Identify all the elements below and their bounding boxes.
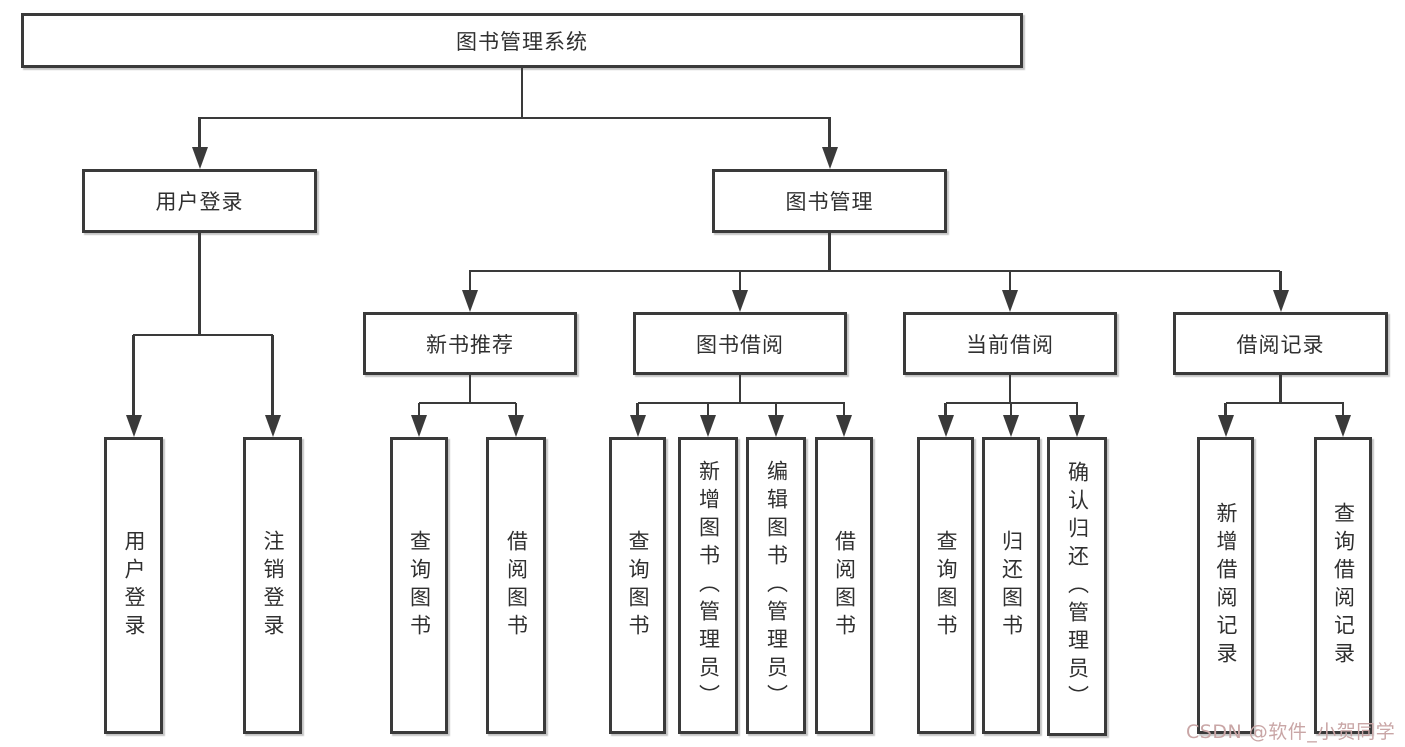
node-leaf-query-books-borrow: 查询图书	[609, 437, 666, 734]
arrowhead-down-icon	[836, 415, 852, 437]
node-label: 新书推荐	[426, 332, 514, 357]
node-label: 新增借阅记录	[1214, 501, 1238, 670]
arrowhead-down-icon	[411, 415, 427, 437]
arrowhead-down-icon	[629, 415, 646, 437]
node-label: 借阅图书	[504, 529, 529, 642]
connector-g5-bus	[1225, 401, 1344, 405]
connector-g2-drop-1	[417, 403, 421, 416]
node-label: 图书管理系统	[456, 29, 588, 54]
connector-drop-book-mgmt	[828, 117, 831, 149]
arrowhead-down-icon	[821, 147, 838, 169]
node-book-borrow: 图书借阅	[633, 312, 847, 375]
arrowhead-down-icon	[1002, 290, 1018, 312]
connector-level3-bus	[469, 269, 1280, 273]
arrowhead-down-icon	[732, 290, 748, 312]
arrowhead-down-icon	[1272, 290, 1289, 312]
connector-g4-stem	[1008, 375, 1012, 403]
node-current-borrow: 当前借阅	[903, 312, 1117, 375]
node-leaf-borrow-books: 借阅图书	[815, 437, 873, 734]
node-leaf-logout: 注销登录	[243, 437, 302, 734]
connector-drop-records	[1279, 271, 1282, 291]
connector-drop-login	[132, 335, 135, 416]
node-label: 注销登录	[261, 529, 285, 642]
connector-g5-stem	[1279, 375, 1282, 403]
arrowhead-down-icon	[125, 415, 142, 437]
node-label: 新增图书（管理员）	[696, 459, 721, 712]
connector-g3-stem	[738, 375, 742, 403]
node-leaf-query-borrow-record: 查询借阅记录	[1314, 437, 1372, 734]
connector-g2-stem	[468, 375, 472, 403]
connector-userlogin-stem	[198, 233, 201, 335]
connector-root-bus	[198, 116, 831, 119]
node-borrow-records: 借阅记录	[1173, 312, 1388, 375]
node-label: 查询借阅记录	[1331, 501, 1356, 670]
connector-g5-drop-1	[1224, 403, 1227, 416]
node-leaf-return-books: 归还图书	[982, 437, 1040, 734]
connector-drop-current	[1008, 271, 1012, 291]
node-leaf-add-borrow-record: 新增借阅记录	[1197, 437, 1254, 734]
connector-g4-drop-1	[944, 403, 947, 416]
arrowhead-down-icon	[768, 415, 784, 437]
connector-drop-logout	[271, 335, 274, 416]
node-root-library-system: 图书管理系统	[21, 13, 1023, 68]
connector-g3-drop-2	[706, 403, 710, 416]
connector-drop-borrow	[738, 271, 742, 291]
csdn-watermark: CSDN @软件_小贺同学	[1186, 721, 1396, 743]
node-leaf-user-login: 用户登录	[104, 437, 163, 734]
connector-g5-drop-2	[1341, 403, 1345, 416]
arrowhead-down-icon	[1217, 415, 1234, 437]
connector-g3-drop-1	[636, 403, 639, 416]
node-label: 查询图书	[407, 529, 432, 642]
connector-g4-drop-3	[1075, 403, 1079, 416]
node-book-management: 图书管理	[712, 169, 947, 233]
connector-g3-drop-3	[774, 403, 778, 416]
arrowhead-down-icon	[264, 415, 281, 437]
connector-g2-bus	[419, 401, 516, 405]
arrowhead-down-icon	[462, 290, 478, 312]
node-label: 查询图书	[626, 529, 650, 642]
node-label: 查询图书	[934, 529, 958, 642]
node-leaf-query-books-current: 查询图书	[917, 437, 974, 734]
node-label: 借阅图书	[832, 529, 857, 642]
connector-g3-drop-4	[842, 403, 846, 416]
node-label: 确认归还（管理员）	[1065, 460, 1090, 713]
arrowhead-down-icon	[508, 415, 524, 437]
connector-g3-bus	[637, 401, 845, 405]
node-leaf-edit-books-admin: 编辑图书（管理员）	[746, 437, 806, 734]
arrowhead-down-icon	[937, 415, 954, 437]
node-label: 归还图书	[999, 529, 1024, 642]
connector-g4-drop-2	[1009, 403, 1013, 416]
connector-root-stem	[520, 68, 524, 118]
arrowhead-down-icon	[1003, 415, 1019, 437]
connector-bookmgmt-stem	[828, 233, 831, 271]
node-user-login: 用户登录	[82, 169, 317, 233]
node-label: 图书管理	[785, 190, 874, 214]
arrowhead-down-icon	[1069, 415, 1085, 437]
connector-drop-newbook	[468, 271, 472, 291]
node-label: 编辑图书（管理员）	[764, 459, 789, 712]
node-label: 用户登录	[122, 529, 146, 642]
arrowhead-down-icon	[700, 415, 716, 437]
connector-userlogin-bus	[132, 333, 273, 336]
node-leaf-add-books-admin: 新增图书（管理员）	[678, 437, 738, 734]
node-label: 借阅记录	[1236, 332, 1325, 357]
node-leaf-confirm-return-admin: 确认归还（管理员）	[1047, 437, 1107, 736]
connector-drop-user-login	[198, 117, 201, 149]
arrowhead-down-icon	[191, 147, 208, 169]
arrowhead-down-icon	[1335, 415, 1351, 437]
node-label: 图书借阅	[696, 332, 784, 357]
connector-g2-drop-2	[514, 403, 518, 416]
node-label: 用户登录	[155, 190, 244, 214]
node-leaf-query-books-recommend: 查询图书	[390, 437, 448, 734]
node-label: 当前借阅	[966, 332, 1054, 357]
node-leaf-borrow-books-recommend: 借阅图书	[486, 437, 546, 734]
node-new-book-recommend: 新书推荐	[363, 312, 577, 375]
